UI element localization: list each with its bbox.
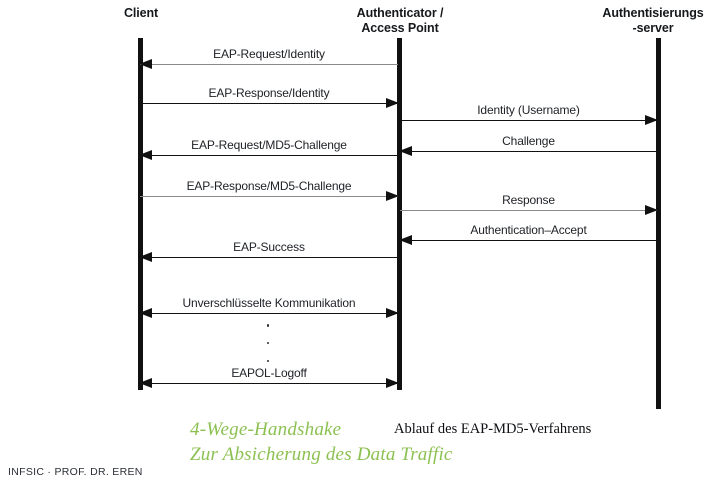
caption-green-line2: Zur Absicherung des Data Traffic (190, 444, 453, 465)
message-line (400, 240, 657, 241)
actor-header-auth-server-line1: Authentisierungs (602, 6, 704, 20)
lifeline-client (138, 38, 143, 390)
actor-header-authenticator: Authenticator / Access Point (334, 6, 466, 36)
arrowhead-left-icon (399, 234, 412, 245)
message-label: EAP-Response/MD5-Challenge (186, 179, 352, 193)
continuation-ellipsis (266, 324, 270, 362)
arrowhead-left-icon (139, 377, 152, 388)
message-label: EAP-Response/Identity (208, 86, 330, 100)
message-label: EAP-Success (233, 240, 305, 254)
message-label: EAP-Request/Identity (213, 47, 325, 61)
message-line (400, 151, 657, 152)
arrowhead-left-icon (139, 149, 152, 160)
message-label: Response (502, 193, 555, 207)
caption-green-line1: 4-Wege-Handshake (190, 419, 342, 440)
arrowhead-left-icon (139, 307, 152, 318)
arrowhead-right-icon (386, 190, 399, 201)
lifeline-auth-server (656, 38, 661, 409)
lifeline-authenticator (397, 38, 402, 390)
message-label: EAP-Request/MD5-Challenge (191, 138, 347, 152)
arrowhead-right-icon (386, 97, 399, 108)
message-line (400, 210, 657, 211)
arrowhead-left-icon (139, 58, 152, 69)
footer-attribution: INFSIC · PROF. DR. EREN (8, 466, 143, 478)
message-label: Authentication–Accept (470, 223, 587, 237)
message-line (140, 196, 398, 197)
arrowhead-right-icon (386, 377, 399, 388)
actor-header-auth-server-line2: -server (632, 21, 674, 35)
actor-header-auth-server: Authentisierungs -server (586, 6, 720, 36)
message-line (140, 313, 398, 314)
actor-header-client-line1: Client (123, 6, 159, 20)
message-label: EAPOL-Logoff (231, 366, 307, 380)
arrowhead-right-icon (645, 114, 658, 125)
message-label: Challenge (502, 134, 555, 148)
ellipsis-dot (266, 324, 270, 327)
arrowhead-right-icon (386, 307, 399, 318)
arrowhead-left-icon (399, 145, 412, 156)
diagram-title: Ablauf des EAP-MD5-Verfahrens (394, 421, 592, 437)
actor-header-authenticator-line2: Access Point (361, 21, 439, 35)
ellipsis-dot (266, 341, 270, 345)
message-line (140, 383, 398, 384)
arrowhead-left-icon (139, 251, 152, 262)
actor-header-client: Client (86, 6, 196, 21)
ellipsis-dot (266, 359, 270, 362)
actor-header-authenticator-line1: Authenticator / (356, 6, 444, 20)
message-line (140, 103, 398, 104)
message-label: Unverschlüsselte Kommunikation (182, 296, 356, 310)
message-line (140, 257, 398, 258)
arrowhead-right-icon (645, 204, 658, 215)
message-label: Identity (Username) (477, 103, 580, 117)
message-line (140, 155, 398, 156)
message-line (400, 120, 657, 121)
message-line (140, 64, 398, 65)
